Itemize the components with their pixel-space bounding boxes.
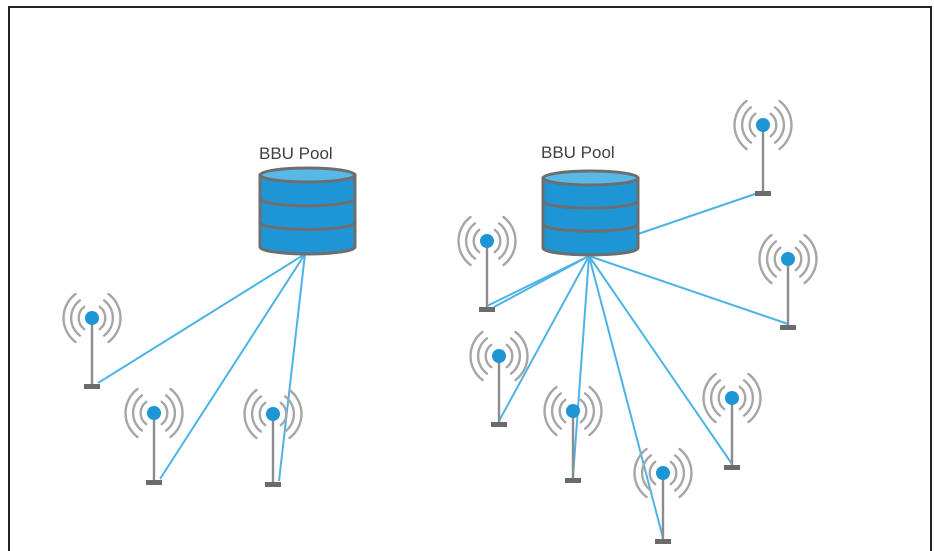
right-link [588,255,789,325]
left-link [159,253,306,480]
bbu-pools [258,166,640,257]
antenna-rrh-icon [62,292,122,389]
left-bbu-pool [258,166,357,256]
right-link [498,255,590,422]
antenna-rrh-icon [733,99,793,196]
antenna-rrh-icon [758,233,818,330]
antenna-rrh-icon [457,215,517,312]
antenna-rrh-icon [702,372,762,470]
antenna-rrh-icon [469,330,529,427]
right-pool-label: BBU Pool [541,143,615,162]
left-link [278,253,306,482]
fronthaul-links [97,192,789,539]
left-link [97,253,306,384]
left-pool-label: BBU Pool [259,144,333,163]
antenna-rrh-icon [633,447,693,544]
figure-frame [8,6,932,551]
right-link [493,255,590,308]
antenna-rrh-icon [124,387,184,485]
right-link [588,255,664,539]
right-link [572,255,590,478]
antennas [62,99,818,544]
antenna-rrh-icon [243,388,303,487]
right-bbu-pool [541,169,640,257]
right-link [588,255,733,465]
bbu-pool-database-icon [541,169,640,187]
right-link [637,192,759,235]
antenna-rrh-icon [543,385,603,483]
bbu-pool-database-icon [258,166,357,184]
